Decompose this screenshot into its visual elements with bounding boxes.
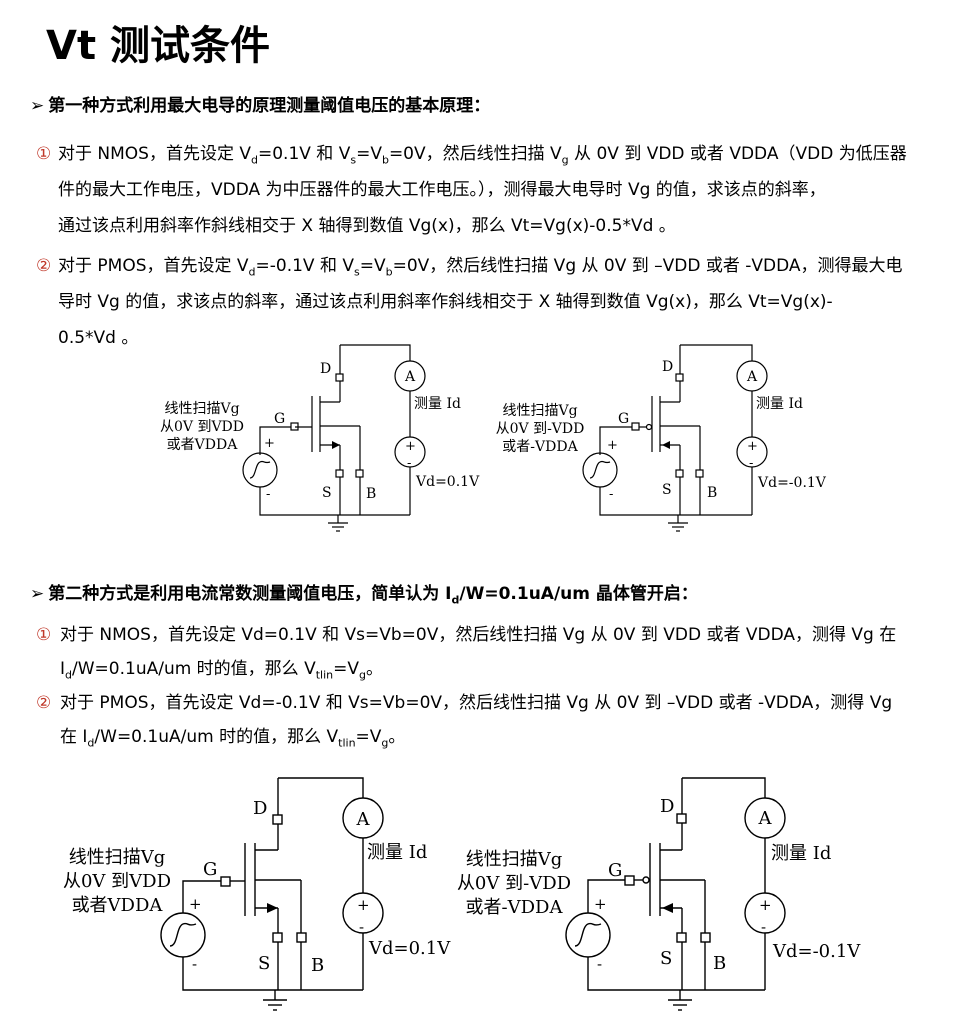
sweep-label-3: 或者VDDA — [72, 895, 164, 916]
item-line: 件的最大工作电压，VDDA 为中压器件的最大工作电压。），测得最大电导时 Vg … — [58, 180, 826, 200]
item-line: 对于 PMOS，首先设定 Vd=-0.1V 和 Vs=Vb=0V，然后线性扫描 … — [60, 693, 893, 713]
item-number: ① — [36, 144, 52, 164]
body-label: B — [713, 953, 726, 974]
body-label: B — [707, 485, 717, 501]
sweep-label-3: 或者-VDDA — [502, 439, 578, 455]
sweep-label-1: 线性扫描Vg — [466, 849, 563, 870]
plus-label: + — [594, 895, 607, 913]
section2-heading: ➢第二种方式是利用电流常数测量阈值电压，简单认为 Id/W=0.1uA/um 晶… — [30, 584, 698, 607]
minus-label: - — [597, 955, 602, 973]
plus-label: + — [607, 438, 618, 453]
section1-heading: ➢第一种方式利用最大电导的原理测量阈值电压的基本原理： — [30, 94, 490, 118]
gate-label: G — [608, 860, 622, 881]
sweep-label-2: 从0V 到VDD — [160, 419, 244, 435]
source-label: S — [322, 485, 332, 501]
sweep-label-3: 或者-VDDA — [466, 897, 564, 918]
section1-heading-text: 第一种方式利用最大电导的原理测量阈值电压的基本原理： — [48, 96, 491, 116]
item-number: ② — [36, 693, 52, 713]
drain-label: D — [320, 361, 331, 377]
ammeter-label: A — [404, 369, 416, 385]
measure-label: 测量 Id — [414, 396, 461, 412]
plus-label: + — [759, 896, 772, 914]
pmos-circuit-small: D G S B A 测量 Id + - Vd=-0.1V + - 线性扫描Vg … — [496, 344, 827, 532]
vd-label: Vd=0.1V — [368, 938, 451, 959]
plus-label: + — [189, 895, 202, 913]
minus-label: - — [359, 918, 364, 936]
measure-label: 测量 Id — [771, 843, 831, 864]
item-number: ② — [36, 256, 52, 276]
pmos-circuit-large: D G S B A 测量 Id + - Vd=-0.1V + - 线性扫描Vg … — [457, 777, 861, 1011]
plus-label: + — [405, 439, 416, 454]
sweep-label-1: 线性扫描Vg — [502, 403, 577, 419]
item-line: 通过该点利用斜率作斜线相交于 X 轴得到数值 Vg(x)，那么 Vt=Vg(x)… — [58, 216, 676, 236]
gate-label: G — [618, 411, 629, 427]
body-label: B — [311, 955, 324, 976]
plus-label: + — [264, 436, 275, 451]
item-line: 导时 Vg 的值，求该点的斜率，通过该点利用斜率作斜线相交于 X 轴得到数值 V… — [58, 292, 833, 312]
drain-label: D — [662, 359, 673, 375]
sweep-label-2: 从0V 到VDD — [63, 871, 171, 892]
minus-label: - — [761, 918, 766, 936]
arrow-bullet-icon: ➢ — [30, 96, 45, 116]
ammeter-label: A — [746, 369, 758, 385]
gate-label: G — [274, 411, 285, 427]
nmos-circuit-large: D G S B A 测量 Id + - Vd=0.1V + - 线性扫描Vg 从… — [63, 777, 451, 1011]
plus-label: + — [357, 896, 370, 914]
sweep-label-1: 线性扫描Vg — [69, 847, 166, 868]
ammeter-label: A — [356, 809, 371, 830]
item-line: 对于 NMOS，首先设定 Vd=0.1V 和 Vs=Vb=0V，然后线性扫描 V… — [60, 625, 897, 645]
vd-label: Vd=-0.1V — [757, 475, 827, 491]
page-title: Vt 测试条件 — [46, 23, 271, 69]
ammeter-label: A — [758, 808, 773, 829]
item-line: 对于 PMOS，首先设定 Vd=-0.1V 和 Vs=Vb=0V，然后线性扫描 … — [58, 256, 903, 279]
minus-label: - — [407, 456, 411, 471]
drain-label: D — [253, 798, 267, 819]
sweep-label-3: 或者VDDA — [167, 437, 239, 453]
item-line: Id/W=0.1uA/um 时的值，那么 Vtlin=Vg。 — [60, 659, 383, 682]
vd-label: Vd=-0.1V — [772, 941, 861, 962]
item-number: ① — [36, 625, 52, 645]
nmos-circuit-small: D G S B A 测量 Id + - Vd=0.1V + - 线性扫描Vg 从… — [160, 344, 480, 532]
sweep-label-2: 从0V 到-VDD — [457, 873, 571, 894]
source-label: S — [258, 953, 270, 974]
source-label: S — [662, 482, 672, 498]
minus-label: - — [266, 487, 270, 502]
sweep-label-2: 从0V 到-VDD — [496, 421, 585, 437]
source-label: S — [660, 948, 672, 969]
minus-label: - — [749, 456, 753, 471]
item-line: 对于 NMOS，首先设定 Vd=0.1V 和 Vs=Vb=0V，然后线性扫描 V… — [58, 144, 907, 167]
gate-label: G — [203, 859, 217, 880]
measure-label: 测量 Id — [367, 842, 427, 863]
plus-label: + — [747, 439, 758, 454]
arrow-bullet-icon: ➢ — [30, 584, 45, 604]
measure-label: 测量 Id — [756, 396, 803, 412]
sweep-label-1: 线性扫描Vg — [164, 401, 239, 417]
minus-label: - — [192, 955, 197, 973]
item-line: 在 Id/W=0.1uA/um 时的值，那么 Vtlin=Vg。 — [60, 727, 406, 750]
vd-label: Vd=0.1V — [415, 474, 480, 490]
minus-label: - — [609, 487, 613, 502]
drain-label: D — [660, 796, 674, 817]
body-label: B — [366, 486, 376, 502]
item-line: 0.5*Vd 。 — [58, 328, 139, 348]
